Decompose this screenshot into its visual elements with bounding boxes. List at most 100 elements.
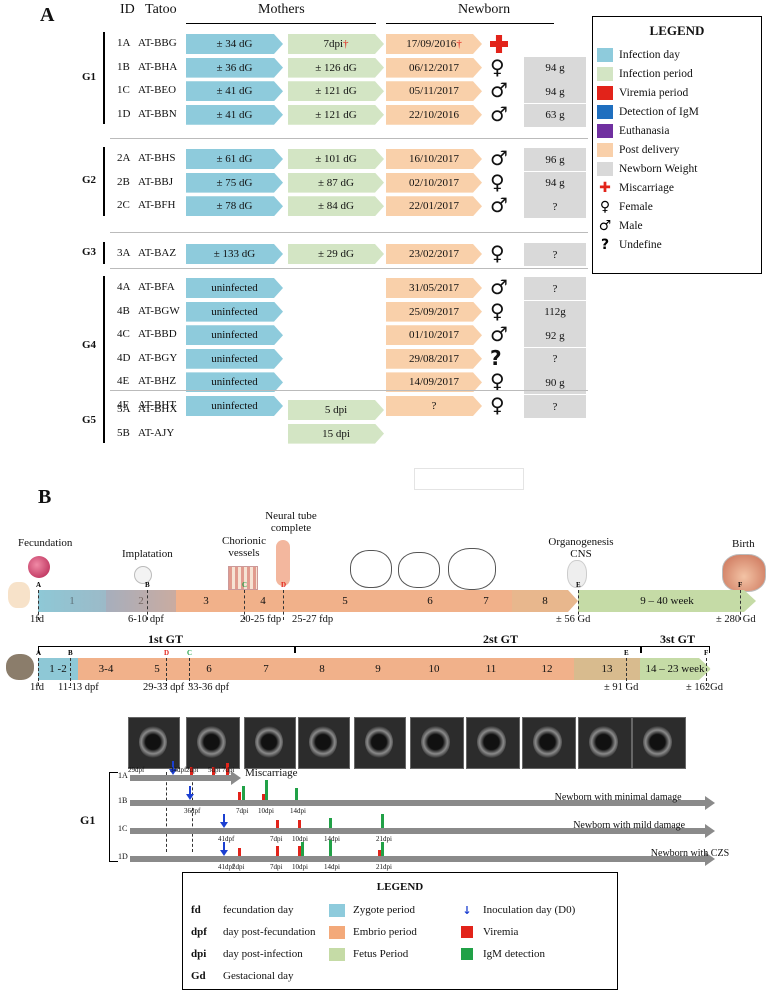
monkey-milestone-dash xyxy=(166,658,167,686)
legend-marker-row: Viremia xyxy=(459,921,575,943)
human-milestone-day: ± 56 Gd xyxy=(556,614,591,625)
gt1-label: 1st GT xyxy=(148,632,184,646)
human-milestone-dash xyxy=(578,590,579,620)
infection-day-bar: ± 133 dG xyxy=(186,244,283,264)
miscarriage-icon xyxy=(490,35,508,53)
human-milestone-letter: C xyxy=(242,581,248,589)
row-id: 4F xyxy=(117,399,129,411)
milestone-dash-long xyxy=(166,772,167,852)
group-bracket xyxy=(103,398,105,444)
ultrasound-image xyxy=(522,717,576,769)
legend-marker-row: ↓Inoculation day (D0) xyxy=(459,899,575,921)
female-icon: ♀ xyxy=(490,169,505,194)
group-label: G2 xyxy=(82,174,97,187)
legend-item: Euthanasia xyxy=(597,121,761,140)
monkey-segment: 13 xyxy=(574,658,641,680)
human-milestone-day: 25-27 fdp xyxy=(292,614,334,625)
group-label: G5 xyxy=(82,413,97,426)
monkey-segment: 5 xyxy=(134,658,181,680)
id-header: ID xyxy=(120,2,135,17)
female-icon: ♀ xyxy=(490,54,505,79)
track-bar xyxy=(130,852,715,866)
legend-item: ♂Male xyxy=(597,216,761,235)
newborn-weight-box: 94 g xyxy=(524,56,586,80)
ultrasound-image xyxy=(410,717,464,769)
human-milestone-dash xyxy=(283,590,284,620)
inoculation-arrow-icon xyxy=(223,842,225,851)
row-id: 2A xyxy=(117,152,131,164)
fetus-icon xyxy=(567,560,587,588)
row-id: 5A xyxy=(117,403,131,415)
track-tick-label: 7dpi xyxy=(270,863,283,871)
newborn-weight-box: ? xyxy=(524,347,586,371)
egg-icon xyxy=(28,556,50,578)
human-milestone-day: 20-25 fdp xyxy=(240,614,282,625)
human-segment: 1 xyxy=(38,590,106,612)
female-icon: ♀ xyxy=(599,198,611,215)
monkey-milestone-dash xyxy=(626,658,627,686)
post-delivery-bar: 01/10/2017 xyxy=(386,325,482,345)
post-delivery-bar: 29/08/2017 xyxy=(386,349,482,369)
male-icon: ♂ xyxy=(490,78,508,103)
row-tatoo: AT-BHA xyxy=(138,60,178,73)
post-delivery-bar: 17/09/2016† xyxy=(386,34,482,54)
legend-abbrev-key: fd xyxy=(191,904,201,916)
legend-period-row: Fetus Period xyxy=(329,943,417,965)
track-tick-label: 34dpf xyxy=(170,766,187,774)
infection-period-bar: ± 121 dG xyxy=(288,105,384,125)
ultrasound-image xyxy=(244,717,296,769)
embryo-sketch-3-icon xyxy=(448,548,496,590)
ultrasound-image xyxy=(354,717,406,769)
legend-label: Zygote period xyxy=(353,904,416,916)
row-tatoo: AT-BBJ xyxy=(138,175,174,188)
dagger-mark: † xyxy=(456,38,462,50)
igm-mark xyxy=(295,788,298,800)
track-bar xyxy=(130,771,241,785)
monkey-milestone-dash xyxy=(38,658,39,686)
legend-swatch xyxy=(597,161,613,176)
question-icon: ? xyxy=(490,345,502,370)
human-segment: 2 xyxy=(106,590,176,612)
inoculation-arrow-icon xyxy=(172,761,174,770)
legend-abbrev-value: day post-fecundation xyxy=(223,926,316,938)
inoculation-arrow-icon xyxy=(189,786,191,795)
monkey-segment: 14 – 23 week xyxy=(640,658,711,680)
infection-day-bar: uninfected xyxy=(186,372,283,392)
mothers-header: Mothers xyxy=(258,2,305,17)
track-bar xyxy=(130,824,715,838)
row-tatoo: AT-BFH xyxy=(138,199,176,212)
monkey-milestone-day: 11-13 dpf xyxy=(58,682,99,693)
row-tatoo: AT-BBG xyxy=(138,37,177,49)
track-tick-label: 10dpi xyxy=(258,807,274,815)
infection-day-bar: ± 41 dG xyxy=(186,105,283,125)
male-icon: ♂ xyxy=(490,193,508,218)
newborn-header-line xyxy=(386,23,554,24)
tracks-group-label: G1 xyxy=(80,813,96,827)
monkey-icon xyxy=(6,654,34,680)
row-tatoo: AT-BAZ xyxy=(138,247,177,259)
newborn-header: Newborn xyxy=(458,2,511,17)
legend-abbrev-value: fecundation day xyxy=(223,904,294,916)
male-icon: ♂ xyxy=(490,146,508,170)
row-tatoo: AT-BHZ xyxy=(138,375,177,388)
legend-swatch xyxy=(329,925,345,939)
group-separator xyxy=(110,232,588,233)
embryo-sketch-1-icon xyxy=(350,550,392,588)
legend-item: Detection of IgM xyxy=(597,102,761,121)
infection-day-bar: uninfected xyxy=(186,396,283,416)
legend-swatch xyxy=(329,947,345,961)
empty-box xyxy=(414,468,524,490)
track-id: 1B xyxy=(118,796,128,805)
viremia-mark xyxy=(276,820,279,828)
legend-label: Euthanasia xyxy=(619,124,670,137)
legend-label: Male xyxy=(619,219,643,232)
tracks-bracket xyxy=(109,772,118,862)
infection-period-bar: ± 84 dG xyxy=(288,196,384,216)
female-icon: ♀ xyxy=(490,369,505,394)
ultrasound-image xyxy=(186,717,240,769)
track-tick-label: 41dpf xyxy=(218,863,235,871)
legend-item: Post delivery xyxy=(597,140,761,159)
track-tick-label: 41dpf xyxy=(218,835,235,843)
monkey-milestone-letter: D xyxy=(164,649,170,657)
